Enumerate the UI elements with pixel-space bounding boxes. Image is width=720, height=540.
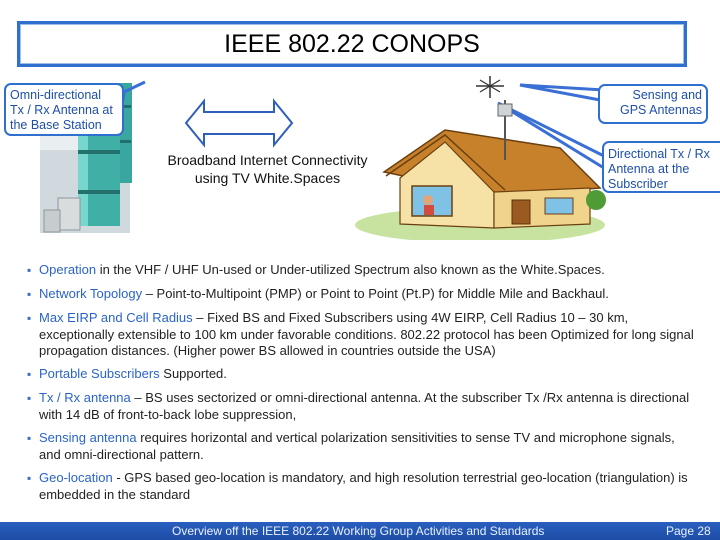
bullet-dot-icon: ▪ xyxy=(27,391,32,405)
bullet-tx-rx-antenna: ▪ Tx / Rx antenna – BS uses sectorized o… xyxy=(27,390,697,423)
bullet-rest: in the VHF / UHF Un-used or Under-utiliz… xyxy=(96,262,605,277)
bullet-dot-icon: ▪ xyxy=(27,287,32,301)
bullet-rest: – Point-to-Multipoint (PMP) or Point to … xyxy=(142,286,609,301)
bullet-portable-subscribers: ▪ Portable Subscribers Supported. xyxy=(27,366,697,383)
bullet-rest: - GPS based geo-location is mandatory, a… xyxy=(39,470,688,502)
bullet-text: Max EIRP and Cell Radius – Fixed BS and … xyxy=(39,310,697,360)
bullet-dot-icon: ▪ xyxy=(27,367,32,381)
bullet-text: Network Topology – Point-to-Multipoint (… xyxy=(39,286,697,303)
bullet-rest: requires horizontal and vertical polariz… xyxy=(39,430,675,462)
bullet-operation: ▪ Operation in the VHF / UHF Un-used or … xyxy=(27,262,697,279)
footer-bar: Overview off the IEEE 802.22 Working Gro… xyxy=(0,522,720,540)
slide-title: IEEE 802.22 CONOPS xyxy=(224,30,480,58)
sensing-antenna-text: Sensing and GPS Antennas xyxy=(619,88,702,117)
directional-antenna-text: Directional Tx / Rx Antenna at the Subsc… xyxy=(608,147,710,191)
bullet-rest: – Fixed BS and Fixed Subscribers using 4… xyxy=(39,310,694,358)
footer-text: Overview off the IEEE 802.22 Working Gro… xyxy=(172,524,545,538)
bullet-network-topology: ▪ Network Topology – Point-to-Multipoint… xyxy=(27,286,697,303)
double-arrow-icon xyxy=(184,98,294,148)
broadband-label: Broadband Internet Connectivity using TV… xyxy=(167,152,368,186)
title-box: IEEE 802.22 CONOPS xyxy=(17,21,687,67)
bullet-key: Sensing antenna xyxy=(39,430,137,445)
directional-antenna-callout: Directional Tx / Rx Antenna at the Subsc… xyxy=(602,141,720,193)
bullet-key: Max EIRP and Cell Radius xyxy=(39,310,193,325)
bullet-text: Tx / Rx antenna – BS uses sectorized or … xyxy=(39,390,697,423)
bullet-text: Operation in the VHF / UHF Un-used or Un… xyxy=(39,262,697,279)
bullet-key: Operation xyxy=(39,262,97,277)
bullet-text: Portable Subscribers Supported. xyxy=(39,366,697,383)
bullet-rest: – BS uses sectorized or omni-directional… xyxy=(39,390,690,422)
bullet-sensing-antenna: ▪ Sensing antenna requires horizontal an… xyxy=(27,430,697,463)
bullet-geo-location: ▪ Geo-location - GPS based geo-location … xyxy=(27,470,697,503)
bullet-key: Network Topology xyxy=(39,286,143,301)
omni-antenna-text: Omni-directional Tx / Rx Antenna at the … xyxy=(10,88,113,132)
bullet-dot-icon: ▪ xyxy=(27,263,32,277)
bullet-key: Geo-location xyxy=(39,470,113,485)
bullet-rest: Supported. xyxy=(159,366,227,381)
sensing-antenna-callout: Sensing and GPS Antennas xyxy=(598,84,708,124)
page-number: Page 28 xyxy=(666,524,711,538)
bullet-key: Portable Subscribers xyxy=(39,366,160,381)
bullet-dot-icon: ▪ xyxy=(27,311,32,325)
bullet-text: Sensing antenna requires horizontal and … xyxy=(39,430,697,463)
bullet-text: Geo-location - GPS based geo-location is… xyxy=(39,470,697,503)
sensing-antenna-icon xyxy=(476,76,504,98)
house-illustration xyxy=(355,100,606,240)
bullet-dot-icon: ▪ xyxy=(27,431,32,445)
omni-antenna-callout: Omni-directional Tx / Rx Antenna at the … xyxy=(4,83,124,136)
illustration xyxy=(40,76,606,240)
bullet-dot-icon: ▪ xyxy=(27,471,32,485)
bullet-max-eirp: ▪ Max EIRP and Cell Radius – Fixed BS an… xyxy=(27,310,697,360)
bullet-key: Tx / Rx antenna xyxy=(39,390,131,405)
